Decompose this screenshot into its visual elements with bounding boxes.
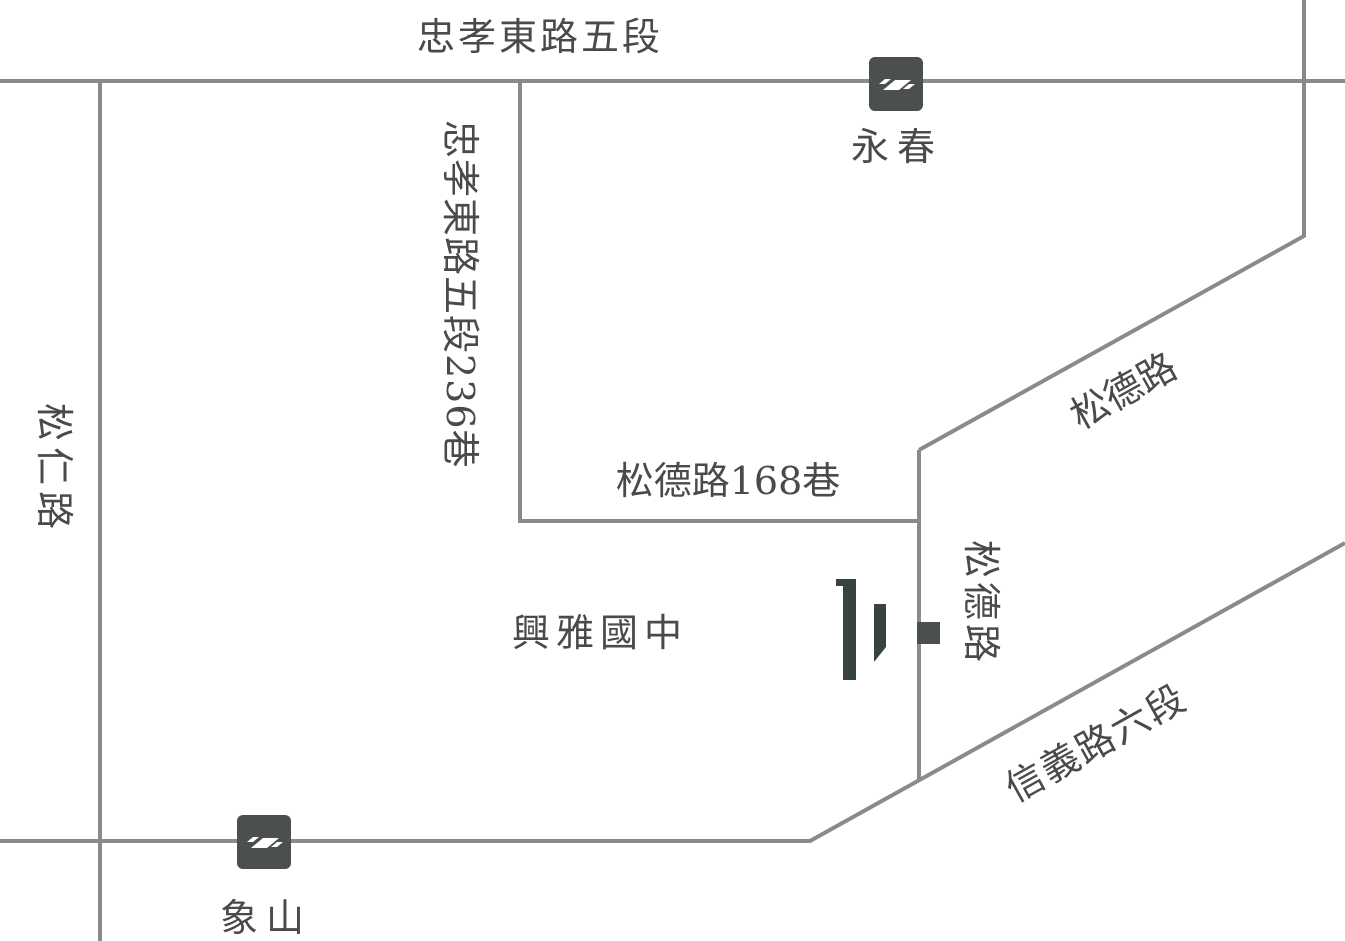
label-xinyi-road-6: 信義路六段 — [998, 675, 1194, 810]
road-songde-diagonal — [918, 0, 1306, 452]
label-songde-lane-168: 松德路168巷 — [616, 459, 841, 503]
road-zhongxiao-lane-236 — [518, 81, 919, 523]
label-zhongxiao-lane-236: 忠孝東路五段236巷 — [438, 120, 482, 469]
mrt-station-icon — [237, 815, 291, 869]
mrt-station-icon — [869, 57, 923, 111]
label-station-xiangshan: 象山 — [220, 896, 312, 940]
label-songren-road: 松仁路 — [32, 403, 76, 535]
entrance-marker-icon — [917, 622, 940, 644]
label-songde-road-vertical: 松德路 — [959, 540, 1003, 666]
label-school-xingya: 興雅國中 — [512, 611, 688, 655]
label-station-yongchun: 永春 — [851, 125, 943, 169]
label-zhongxiao-east-5: 忠孝東路五段 — [417, 15, 663, 59]
project-site-icon — [836, 579, 886, 680]
